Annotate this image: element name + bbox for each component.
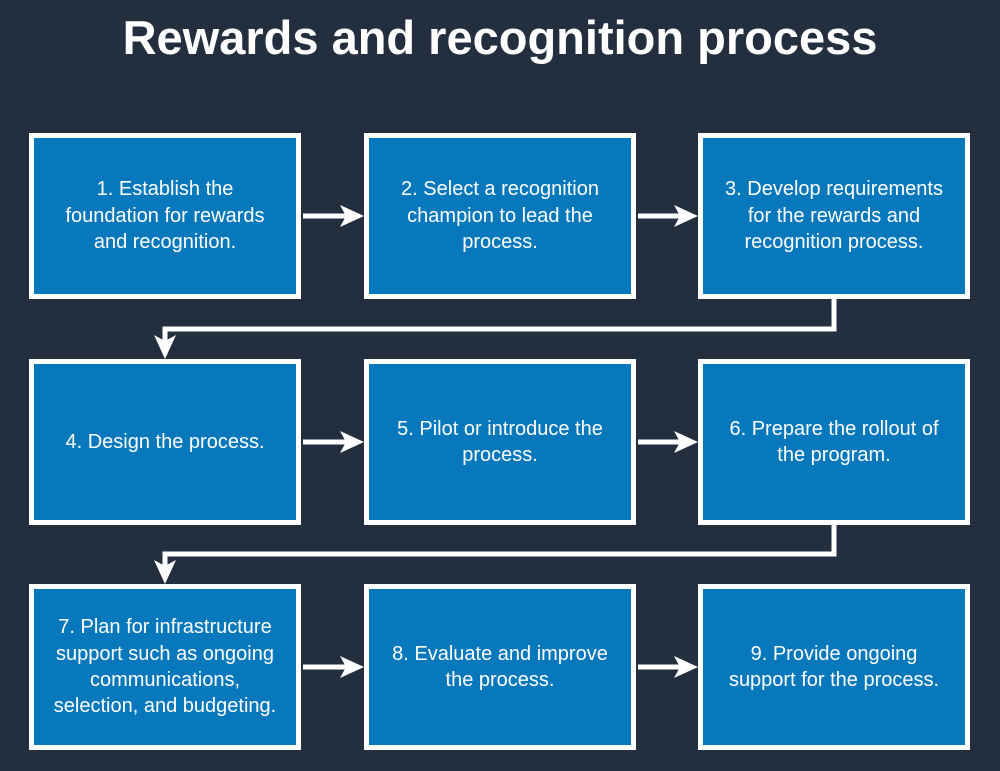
step-box-2: 2. Select a recognition champion to lead… [364, 133, 636, 299]
step-box-4: 4. Design the process. [29, 359, 301, 525]
step-label-8: 8. Evaluate and improve the process. [392, 642, 608, 691]
elbow-arrow-down-icon [154, 523, 837, 584]
step-label-7: 7. Plan for infrastructure support such … [53, 616, 277, 718]
step-label-2: 2. Select a recognition champion to lead… [401, 178, 599, 254]
step-box-3: 3. Develop requirements for the rewards … [698, 133, 970, 299]
step-label-9: 9. Provide ongoing support for the proce… [728, 642, 940, 691]
step-box-8: 8. Evaluate and improve the process. [364, 584, 636, 750]
elbow-arrow-down-icon [154, 297, 837, 359]
step-box-9: 9. Provide ongoing support for the proce… [698, 584, 970, 750]
step-box-6: 6. Prepare the rollout of the program. [698, 359, 970, 525]
step-label-6: 6. Prepare the rollout of the program. [729, 417, 939, 466]
step-label-5: 5. Pilot or introduce the process. [397, 417, 603, 466]
step-box-5: 5. Pilot or introduce the process. [364, 359, 636, 525]
step-label-4: 4. Design the process. [65, 430, 265, 453]
step-box-7: 7. Plan for infrastructure support such … [29, 584, 301, 750]
step-label-3: 3. Develop requirements for the rewards … [725, 178, 943, 254]
page-title: Rewards and recognition process [122, 11, 878, 64]
step-box-1: 1. Establish the foundation for rewards … [29, 133, 301, 299]
step-label-1: 1. Establish the foundation for rewards … [65, 178, 265, 254]
